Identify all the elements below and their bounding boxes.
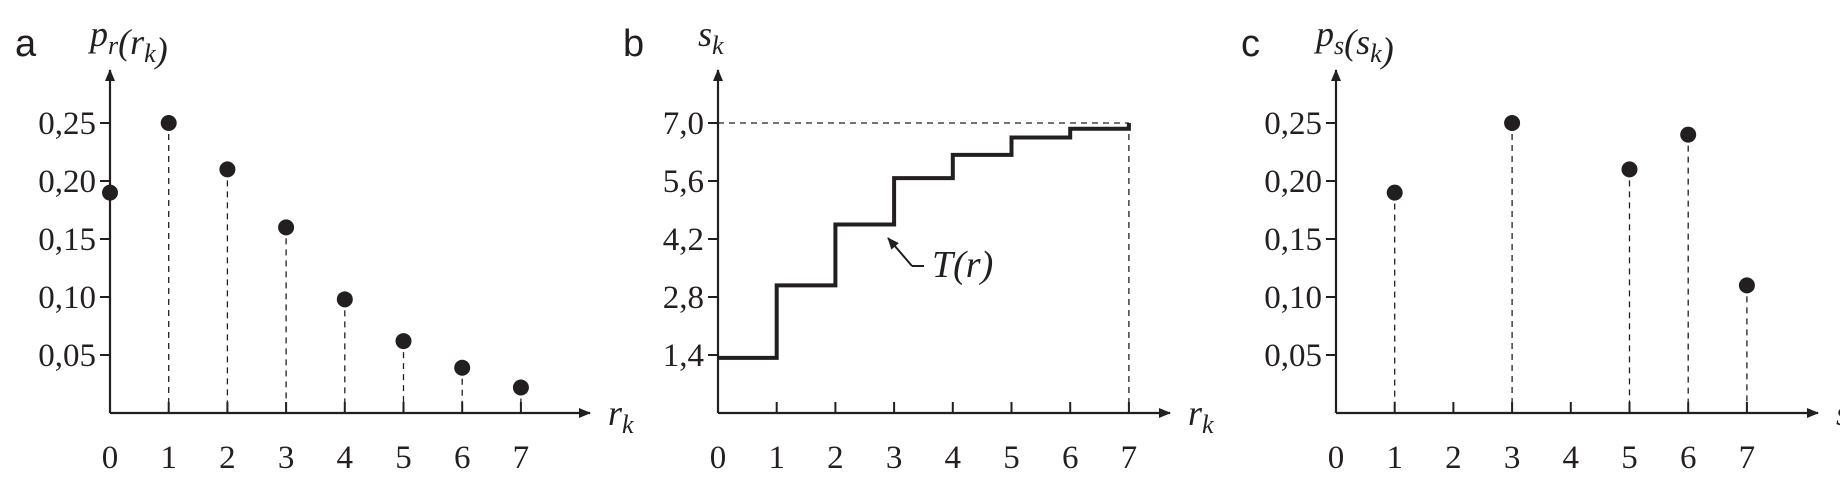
y-tick-label-a-1: 0,10 — [38, 280, 96, 316]
x-tick-label-b-6: 6 — [1062, 440, 1079, 476]
annotation-arrow — [887, 237, 913, 267]
x-tick-label-c-4: 4 — [1563, 440, 1580, 476]
y-tick-label-c-3: 0,20 — [1264, 164, 1322, 200]
x-tick-label-a-3: 3 — [278, 440, 295, 476]
data-point-a-0 — [102, 184, 118, 201]
x-tick-label-b-3: 3 — [886, 440, 903, 476]
panel-a: a pr(rk) rk 0 1 2 3 4 5 6 7 0,05 0,10 0,15 0,20 0,25 — [15, 14, 634, 476]
x-axis-label-a: rk — [608, 393, 634, 439]
y-tick-label-b-4: 7,0 — [663, 106, 704, 142]
data-point-a-3 — [278, 219, 295, 236]
data-point-c-2 — [1621, 161, 1638, 178]
y-tick-label-a-4: 0,25 — [38, 106, 96, 142]
x-axis-label-c: sk — [1836, 393, 1840, 439]
x-axis-label-b: rk — [1188, 393, 1214, 439]
data-point-c-0 — [1386, 184, 1403, 201]
y-tick-label-c-2: 0,15 — [1264, 222, 1322, 258]
x-tick-label-a-4: 4 — [337, 440, 354, 476]
y-tick-label-b-3: 5,6 — [663, 164, 704, 200]
x-tick-label-c-6: 6 — [1680, 440, 1697, 476]
y-tick-label-c-1: 0,10 — [1264, 280, 1322, 316]
y-tick-label-b-2: 4,2 — [663, 222, 704, 258]
x-tick-label-b-4: 4 — [945, 440, 962, 476]
panel-b: b sk rk 0 1 2 3 4 5 6 7 1,4 2,8 4,2 5,6 7,0T(r) — [623, 14, 1214, 476]
x-tick-label-c-5: 5 — [1621, 440, 1638, 476]
panel-c: c ps(sk) sk 0 1 2 3 4 5 6 7 0,05 0,10 0,15 0,20 0,25 — [1241, 14, 1840, 476]
data-point-a-2 — [219, 161, 236, 178]
data-point-a-5 — [395, 333, 412, 350]
x-tick-label-b-2: 2 — [827, 440, 844, 476]
x-tick-label-c-7: 7 — [1739, 440, 1756, 476]
y-axis-label-b: sk — [698, 14, 724, 60]
y-axis-label-a: pr(rk) — [87, 14, 168, 70]
x-tick-label-c-1: 1 — [1386, 440, 1403, 476]
panel-letter-c: c — [1241, 23, 1260, 65]
x-tick-label-c-2: 2 — [1445, 440, 1462, 476]
data-point-a-4 — [336, 291, 353, 308]
panel-letter-a: a — [15, 23, 37, 65]
data-point-c-1 — [1504, 115, 1521, 131]
x-tick-label-b-5: 5 — [1003, 440, 1020, 476]
y-tick-label-b-1: 2,8 — [663, 280, 704, 316]
x-tick-label-a-1: 1 — [160, 440, 177, 476]
x-tick-label-b-7: 7 — [1121, 440, 1138, 476]
y-tick-label-a-3: 0,20 — [38, 164, 96, 200]
x-tick-label-c-3: 3 — [1504, 440, 1521, 476]
data-point-a-7 — [512, 379, 529, 396]
y-tick-label-b-0: 1,4 — [663, 338, 704, 374]
data-point-c-3 — [1680, 126, 1697, 143]
y-tick-label-a-0: 0,05 — [38, 338, 96, 374]
x-tick-label-c-0: 0 — [1328, 440, 1345, 476]
panel-letter-b: b — [623, 23, 644, 65]
data-point-a-6 — [454, 359, 471, 376]
data-point-c-4 — [1738, 277, 1755, 294]
x-tick-label-a-7: 7 — [513, 440, 530, 476]
x-tick-label-a-5: 5 — [395, 440, 412, 476]
y-tick-label-c-4: 0,25 — [1264, 106, 1322, 142]
data-point-a-1 — [160, 115, 177, 131]
y-tick-label-c-0: 0,05 — [1264, 338, 1322, 374]
y-axis-label-c: ps(sk) — [1313, 14, 1394, 70]
x-tick-label-a-0: 0 — [102, 440, 119, 476]
annotation-label: T(r) — [932, 244, 993, 286]
step-line-T — [718, 123, 1131, 360]
y-tick-label-a-2: 0,15 — [38, 222, 96, 258]
x-tick-label-a-6: 6 — [454, 440, 471, 476]
x-tick-label-b-0: 0 — [710, 440, 727, 476]
x-tick-label-a-2: 2 — [219, 440, 236, 476]
x-tick-label-b-1: 1 — [768, 440, 785, 476]
